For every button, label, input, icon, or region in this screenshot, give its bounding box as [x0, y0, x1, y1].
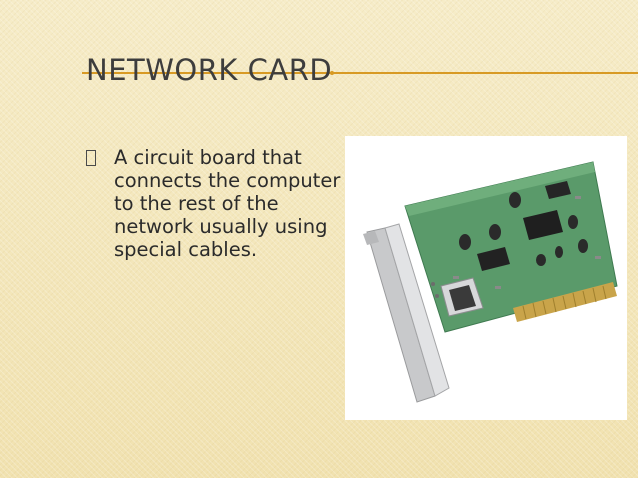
title-rule-dot	[330, 71, 334, 75]
pci-connector	[513, 282, 617, 322]
connector-pins	[522, 285, 607, 320]
slide-title: NETWORK CARD	[86, 53, 333, 87]
board-edge-highlight	[405, 162, 595, 216]
network-card-illustration	[363, 161, 618, 403]
controller-chip	[477, 247, 510, 271]
led-indicator-1	[431, 282, 435, 286]
bullet-icon	[86, 150, 96, 166]
title-underline	[82, 72, 638, 74]
ethernet-port-icon	[449, 285, 476, 311]
small-chip	[545, 181, 571, 199]
bracket-tab	[363, 231, 379, 245]
capacitors	[459, 192, 588, 266]
bracket-face	[384, 223, 450, 397]
bullet-text: A circuit board that connects the comput…	[114, 146, 341, 261]
led-indicator-2	[435, 294, 439, 298]
main-chip	[523, 210, 563, 240]
network-card-image	[345, 136, 627, 420]
